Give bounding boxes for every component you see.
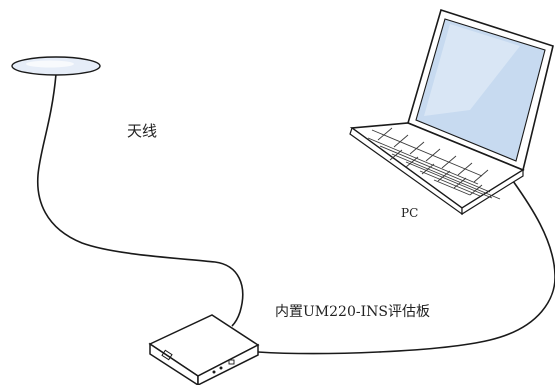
pc-label: PC (401, 206, 419, 220)
evaluation-board-box-icon (148, 314, 260, 385)
laptop-pc-icon (349, 8, 554, 216)
antenna-cable (36, 73, 244, 327)
antenna-dish-icon (11, 56, 101, 76)
antenna-label: 天线 (127, 122, 158, 140)
board-label: 内置UM220-INS评估板 (275, 304, 430, 320)
pc-cable (257, 180, 555, 355)
